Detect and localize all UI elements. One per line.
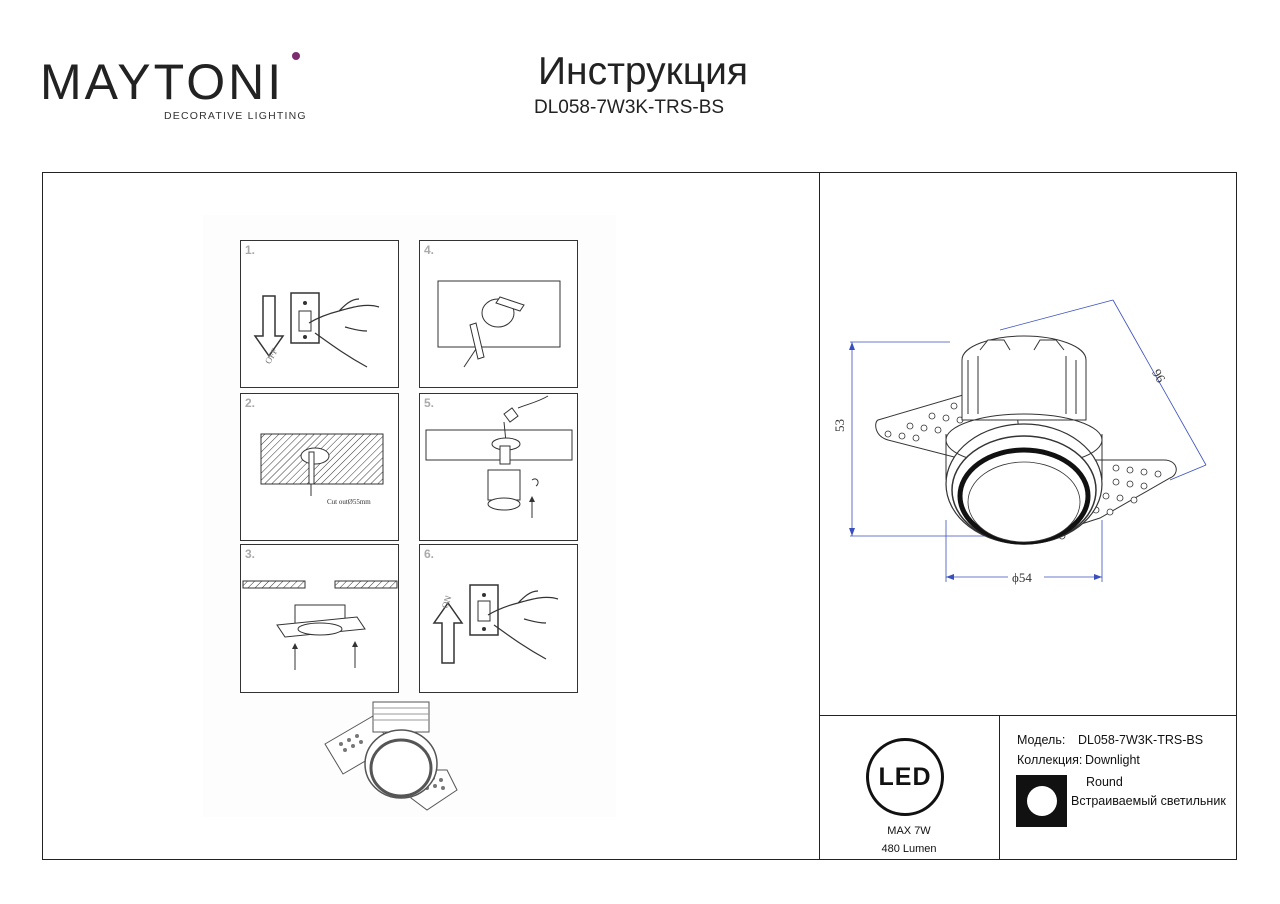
led-badge: LED	[866, 738, 944, 816]
step-number: 4.	[424, 243, 435, 257]
switch-on-illustration	[432, 584, 559, 664]
frame-divider-vertical	[819, 173, 820, 859]
step-number: 5.	[424, 396, 435, 410]
step-number: 6.	[424, 547, 435, 561]
document-frame	[42, 172, 1237, 860]
lumen-label: 480 Lumen	[881, 843, 937, 855]
model-value: DL058-7W3K-TRS-BS	[1078, 733, 1204, 747]
step-6: 6. ON	[419, 544, 578, 693]
collection-value: Downlight	[1085, 753, 1140, 767]
fixture-type-label: Встраиваемый светильник	[1071, 794, 1226, 808]
step-1: 1. OFF	[240, 240, 399, 388]
connect-wiring-illustration	[425, 395, 573, 518]
switch-off-illustration	[253, 292, 380, 368]
collection-label: Коллекция:	[1017, 753, 1083, 767]
cable-prep-illustration	[437, 280, 561, 368]
diameter-dimension-label: ϕ54	[1012, 570, 1032, 585]
logo-wordmark: MAYTONI	[40, 54, 285, 110]
step-5: 5.	[419, 393, 578, 541]
dimension-drawing	[849, 299, 1207, 582]
logo-accent-dot	[292, 52, 300, 60]
max-power-label: MAX 7W	[887, 825, 931, 837]
brand-logo: MAYTONI DECORATIVE LIGHTING	[40, 52, 310, 124]
step-number: 2.	[245, 396, 256, 410]
model-code: DL058-7W3K-TRS-BS	[534, 97, 725, 118]
cutout-illustration	[260, 433, 384, 496]
height-dimension-label: 53	[832, 419, 847, 432]
step-2: 2. Cut outØ55mm	[240, 393, 399, 541]
page-title: Инструкция	[538, 50, 748, 93]
cutout-size-label: Cut outØ55mm	[327, 498, 371, 506]
product-sketch	[324, 701, 458, 811]
insert-fixture-illustration	[242, 580, 398, 670]
model-label: Модель:	[1017, 733, 1066, 747]
round-shape-icon	[1016, 775, 1067, 827]
step-number: 3.	[245, 547, 256, 561]
step-3: 3.	[240, 544, 399, 693]
step-4: 4.	[419, 240, 578, 388]
logo-subtitle: DECORATIVE LIGHTING	[164, 110, 307, 122]
info-divider	[999, 715, 1000, 859]
frame-divider-horizontal	[819, 715, 1236, 716]
step-number: 1.	[245, 243, 256, 257]
shape-label: Round	[1086, 775, 1123, 789]
